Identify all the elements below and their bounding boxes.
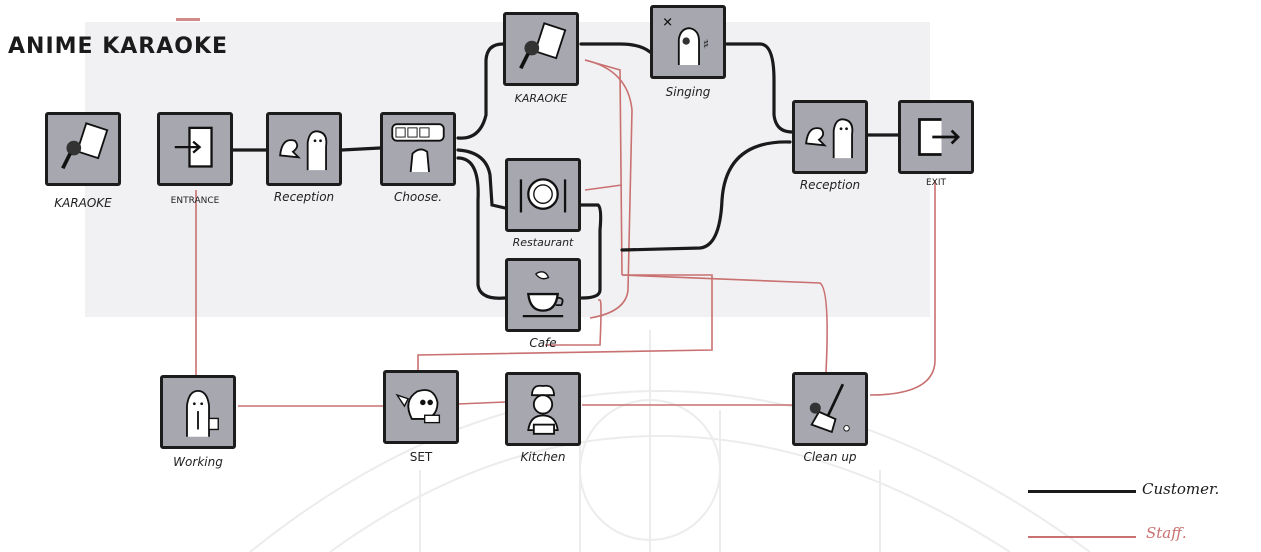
legend-staff-line <box>1028 536 1136 538</box>
label-restaurant: Restaurant <box>488 236 598 249</box>
node-cafe <box>505 258 581 332</box>
reception-icon <box>269 115 339 183</box>
label-cafe: Cafe <box>488 336 598 350</box>
node-clean-up <box>792 372 868 446</box>
node-kitchen <box>505 372 581 446</box>
singing-icon: ✕ ♯ <box>653 8 723 76</box>
node-karaoke-start <box>45 112 121 186</box>
label-clean-up: Clean up <box>775 450 885 464</box>
serving-icon <box>386 373 456 441</box>
node-reception-in <box>266 112 342 186</box>
label-choose: Choose. <box>363 190 473 204</box>
node-singing: ✕ ♯ <box>650 5 726 79</box>
staff-worker-icon <box>163 378 233 446</box>
legend-staff-label: Staff. <box>1146 524 1187 542</box>
microphone-icon <box>48 115 118 183</box>
node-working <box>160 375 236 449</box>
node-restaurant <box>505 158 581 232</box>
label-reception-in: Reception <box>249 190 359 204</box>
node-exit <box>898 100 974 174</box>
label-working: Working <box>143 455 253 469</box>
legend-customer-line <box>1028 490 1136 493</box>
node-karaoke-room <box>503 12 579 86</box>
label-set: SET <box>366 450 476 464</box>
label-reception-out: Reception <box>775 178 885 192</box>
node-set <box>383 370 459 444</box>
choose-icon <box>383 115 453 183</box>
door-exit-icon <box>901 103 971 171</box>
node-entrance <box>157 112 233 186</box>
label-entrance: ENTRANCE <box>140 196 250 206</box>
node-choose <box>380 112 456 186</box>
label-exit: EXIT <box>881 178 991 188</box>
microphone-icon <box>506 15 576 83</box>
plate-icon <box>508 161 578 229</box>
broom-icon <box>795 375 865 443</box>
label-kitchen: Kitchen <box>488 450 598 464</box>
node-reception-out <box>792 100 868 174</box>
coffee-cup-icon <box>508 261 578 329</box>
svg-text:♯: ♯ <box>703 37 709 52</box>
label-karaoke-room: KARAOKE <box>486 92 596 105</box>
chef-icon <box>508 375 578 443</box>
label-singing: Singing <box>633 85 743 99</box>
reception-icon <box>795 103 865 171</box>
door-enter-icon <box>160 115 230 183</box>
svg-text:✕: ✕ <box>662 15 673 30</box>
legend-customer-label: Customer. <box>1142 480 1219 498</box>
label-karaoke-start: KARAOKE <box>28 196 138 210</box>
